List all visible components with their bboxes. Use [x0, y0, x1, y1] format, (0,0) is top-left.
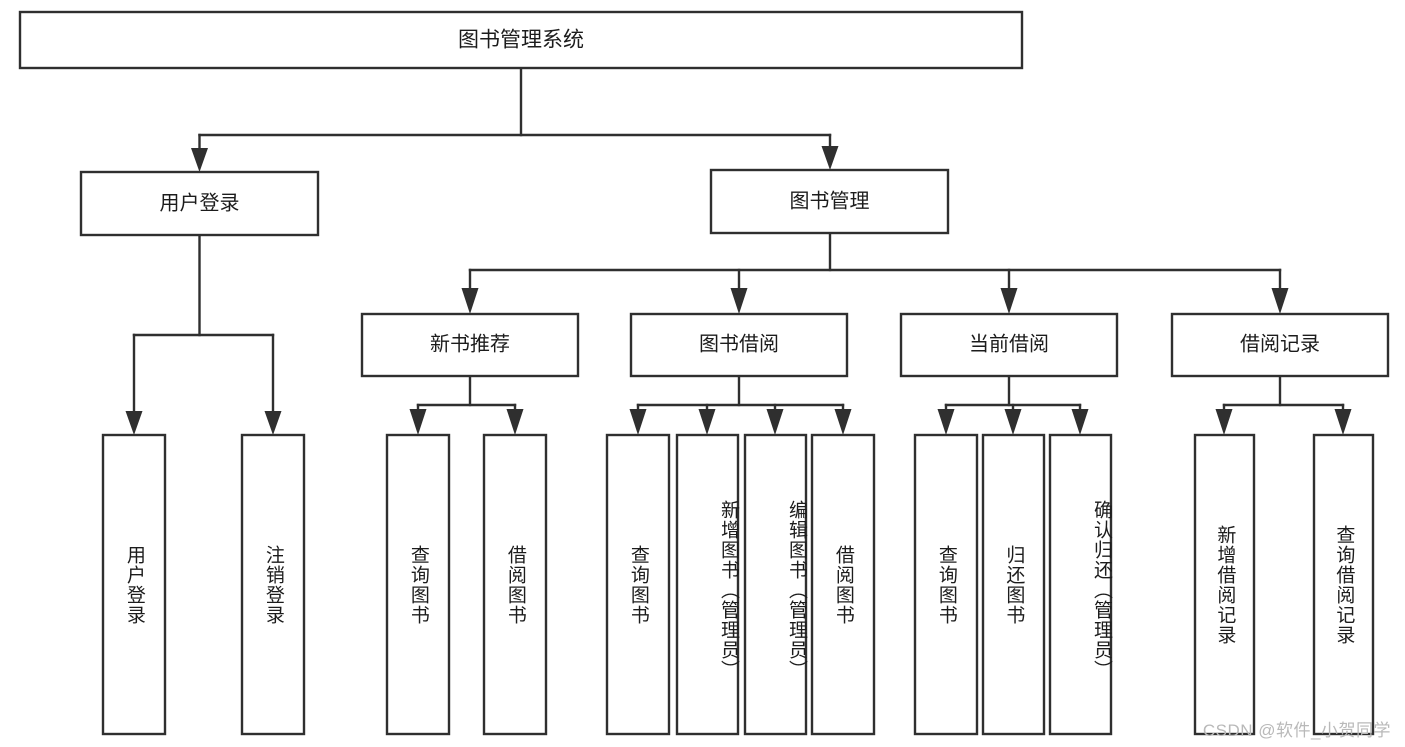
node-leaf-borrow-book-1-box[interactable]	[482, 433, 548, 736]
arrow-to-user-login	[191, 148, 208, 172]
node-leaf-query-book-1-box[interactable]	[385, 433, 451, 736]
node-user-login-box[interactable]	[79, 170, 320, 237]
node-leaf-query-book-2-box[interactable]	[605, 433, 671, 736]
node-leaf-logout-login-box[interactable]	[240, 433, 306, 736]
node-new-book-recommend-label: 新书推荐	[430, 332, 510, 355]
arrow-to-leaf-edit-book	[766, 409, 784, 435]
connector-layer	[125, 66, 1352, 435]
arrow-to-leaf-borrow-book-2	[834, 409, 852, 435]
node-book-manage-box[interactable]	[709, 168, 950, 235]
arrow-to-leaf-query-record	[1334, 409, 1352, 435]
arrow-to-leaf-logout-login	[264, 411, 282, 435]
node-user-login-label: 用户登录	[160, 191, 240, 214]
csdn-watermark: CSDN @软件_小贺同学	[1202, 721, 1391, 740]
arrow-to-leaf-confirm-return	[1071, 409, 1089, 435]
node-current-borrow-box[interactable]	[899, 312, 1119, 378]
arrow-to-leaf-query-book-3	[937, 409, 955, 435]
arrow-to-new-book-recommend	[461, 288, 479, 314]
arrow-to-borrow-record	[1271, 288, 1289, 314]
arrow-to-leaf-query-book-1	[409, 409, 427, 435]
arrow-to-leaf-add-book	[698, 409, 716, 435]
arrow-to-book-borrow	[730, 288, 748, 314]
node-leaf-user-login-box[interactable]	[101, 433, 167, 736]
node-new-book-recommend-box[interactable]	[360, 312, 580, 378]
arrow-to-leaf-query-book-2	[629, 409, 647, 435]
node-book-borrow-label: 图书借阅	[699, 332, 779, 355]
node-leaf-query-book-3-box[interactable]	[913, 433, 979, 736]
node-leaf-add-record-box[interactable]	[1193, 433, 1256, 736]
arrow-to-book-manage	[821, 146, 839, 170]
node-current-borrow-label: 当前借阅	[969, 332, 1049, 355]
node-borrow-record-box[interactable]	[1170, 312, 1390, 378]
node-leaf-edit-book-box[interactable]	[743, 433, 808, 736]
node-root-label: 图书管理系统	[458, 29, 584, 52]
node-book-borrow-box[interactable]	[629, 312, 849, 378]
node-leaf-confirm-return-box[interactable]	[1048, 433, 1113, 736]
node-root-box[interactable]	[18, 10, 1024, 70]
node-leaf-query-record-box[interactable]	[1312, 433, 1375, 736]
arrow-to-leaf-add-record	[1215, 409, 1233, 435]
node-leaf-add-book-box[interactable]	[675, 433, 740, 736]
node-leaf-borrow-book-2-box[interactable]	[810, 433, 876, 736]
node-borrow-record-label: 借阅记录	[1240, 332, 1320, 355]
arrow-to-leaf-borrow-book-1	[506, 409, 524, 435]
arrow-to-leaf-user-login	[125, 411, 143, 435]
node-layer: 图书管理系统 用户登录 图书管理 新书推荐 图书借阅 当前借阅 借阅记录	[18, 10, 1390, 736]
node-leaf-return-book-box[interactable]	[981, 433, 1046, 736]
arrow-to-current-borrow	[1000, 288, 1018, 314]
node-book-manage-label: 图书管理	[790, 189, 870, 212]
arrow-to-leaf-return-book	[1004, 409, 1022, 435]
